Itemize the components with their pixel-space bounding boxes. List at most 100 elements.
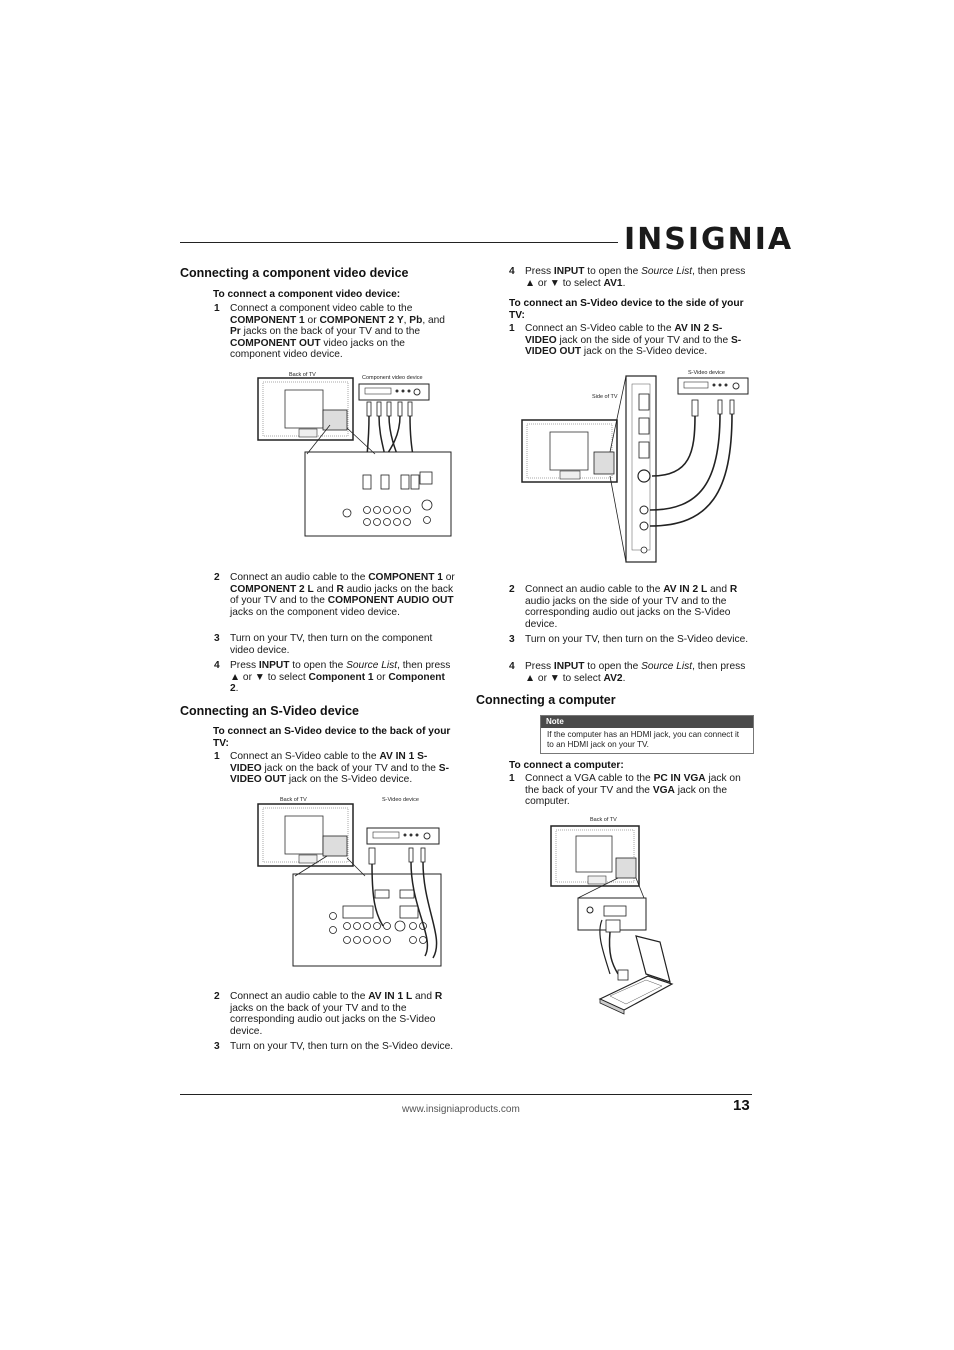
text: , and bbox=[422, 314, 445, 326]
heading-computer: Connecting a computer bbox=[476, 693, 616, 707]
text: Turn on your TV, then turn on the compon… bbox=[230, 633, 433, 656]
heading-component-video: Connecting a component video device bbox=[180, 266, 409, 280]
step-number: 2 bbox=[214, 572, 220, 583]
note-title: Note bbox=[541, 716, 753, 728]
jack-name: COMPONENT AUDIO OUT bbox=[327, 595, 454, 607]
step-number: 1 bbox=[214, 303, 220, 314]
text: to open the bbox=[584, 266, 642, 277]
step-number: 2 bbox=[509, 584, 515, 595]
step-number: 3 bbox=[509, 634, 515, 645]
text: Turn on your TV, then turn on the S-Vide… bbox=[230, 1041, 454, 1052]
step-number: 4 bbox=[509, 661, 515, 672]
jack-name: Pb bbox=[409, 314, 423, 326]
jack-name: COMPONENT OUT bbox=[230, 337, 321, 349]
comp-step-3: 3 Turn on your TV, then turn on the comp… bbox=[214, 633, 456, 656]
option-name: AV2 bbox=[603, 672, 623, 684]
text: to open the bbox=[584, 661, 642, 672]
step-number: 3 bbox=[214, 1041, 220, 1052]
step-number: 2 bbox=[214, 991, 220, 1002]
jack-name: R bbox=[336, 583, 344, 595]
jack-name: COMPONENT 2 L bbox=[230, 583, 314, 595]
side-step-3: 3 Turn on your TV, then turn on the S-Vi… bbox=[509, 634, 753, 646]
step-number: 1 bbox=[214, 751, 220, 762]
fig3-label-side: Side of TV bbox=[592, 394, 618, 400]
footer-url: www.insigniaproducts.com bbox=[402, 1104, 520, 1115]
step-number: 1 bbox=[509, 323, 515, 334]
option-name: AV1 bbox=[603, 277, 623, 289]
sv-step-1: 1 Connect an S-Video cable to the AV IN … bbox=[214, 751, 456, 786]
text: and bbox=[412, 991, 435, 1002]
text: Press bbox=[525, 661, 554, 672]
text: and bbox=[313, 583, 337, 595]
step-number: 4 bbox=[509, 266, 515, 277]
jack-name: PC IN VGA bbox=[653, 773, 706, 784]
menu-name: Source List bbox=[346, 660, 398, 671]
text: Connect a VGA cable to the bbox=[525, 773, 654, 784]
jack-name: AV IN 2 L bbox=[663, 584, 708, 595]
subheading-svideo-back: To connect an S-Video device to the back… bbox=[213, 726, 451, 749]
sv-step-2: 2 Connect an audio cable to the AV IN 1 … bbox=[214, 991, 456, 1037]
text: jack on the side of your TV and to the bbox=[556, 334, 731, 346]
text: . bbox=[622, 672, 626, 684]
subheading-svideo-side: To connect an S-Video device to the side… bbox=[509, 298, 744, 321]
fig1-label-back: Back of TV bbox=[289, 372, 316, 378]
computer-connection-diagram bbox=[550, 825, 674, 1015]
svideo-side-connection-diagram bbox=[521, 375, 749, 563]
text: Turn on your TV, then turn on the S-Vide… bbox=[525, 634, 749, 645]
footer-rule bbox=[180, 1094, 752, 1095]
option-name: Component 2 bbox=[230, 671, 445, 695]
comp-step-2: 2 Connect an audio cable to the COMPONEN… bbox=[214, 572, 456, 618]
jack-name: AV IN 1 L bbox=[368, 991, 413, 1002]
option-name: Component 1 bbox=[308, 671, 374, 683]
fig1-label-device: Component video device bbox=[362, 375, 423, 381]
text: jacks on the back of your TV and to the … bbox=[230, 1002, 436, 1037]
button-name: INPUT bbox=[553, 661, 585, 672]
text: jack on the S-Video device. bbox=[581, 346, 708, 358]
text: jack on the S-Video device. bbox=[286, 774, 413, 786]
jack-name: AV IN 1 S-VIDEO bbox=[230, 751, 428, 774]
text: audio jacks on the back of your TV and t… bbox=[230, 583, 454, 607]
jack-name: AV IN 2 S-VIDEO bbox=[525, 323, 723, 346]
jack-name: Pr bbox=[230, 326, 241, 338]
text: jack on the back of your TV and to the bbox=[261, 762, 439, 774]
jack-name: COMPONENT 1 bbox=[368, 572, 443, 583]
menu-name: Source List bbox=[641, 266, 693, 277]
text: Connect an audio cable to the bbox=[525, 584, 664, 595]
text: Connect a component video cable to the bbox=[230, 303, 413, 314]
fig4-label-back: Back of TV bbox=[590, 817, 617, 823]
text: video jacks on the component video devic… bbox=[230, 337, 405, 361]
step-number: 4 bbox=[214, 660, 220, 671]
note-text: If the computer has an HDMI jack, you ca… bbox=[547, 730, 740, 749]
step-number: 1 bbox=[509, 773, 515, 784]
text: to open the bbox=[289, 660, 347, 671]
button-name: INPUT bbox=[258, 660, 290, 671]
text: jacks on the component video device. bbox=[230, 606, 400, 618]
step-number: 3 bbox=[214, 633, 220, 644]
text: or bbox=[373, 671, 389, 683]
text: or bbox=[304, 314, 320, 326]
comp-step-4-continued: 4 Press INPUT to open the Source List, t… bbox=[509, 266, 751, 289]
text: jacks on the back of your TV and to the bbox=[240, 326, 421, 338]
menu-name: Source List bbox=[641, 661, 693, 672]
button-name: INPUT bbox=[553, 266, 585, 277]
sv-step-3: 3 Turn on your TV, then turn on the S-Vi… bbox=[214, 1041, 456, 1053]
note-box: Note If the computer has an HDMI jack, y… bbox=[540, 715, 754, 755]
text: Connect an audio cable to the bbox=[230, 991, 369, 1002]
text: Press bbox=[525, 266, 554, 277]
subheading-component: To connect a component video device: bbox=[213, 289, 401, 300]
text: , then press ▲ or ▼ to select bbox=[230, 660, 451, 683]
text: Connect an S-Video cable to the bbox=[230, 751, 380, 762]
text: jack on the back of your TV and the bbox=[525, 773, 741, 796]
text: , then press ▲ or ▼ to select bbox=[525, 266, 746, 289]
text: Press bbox=[230, 660, 259, 671]
side-step-2: 2 Connect an audio cable to the AV IN 2 … bbox=[509, 584, 753, 630]
pc-step-1: 1 Connect a VGA cable to the PC IN VGA j… bbox=[509, 773, 753, 808]
page-number: 13 bbox=[733, 1097, 750, 1114]
text: . bbox=[235, 683, 239, 695]
jack-name: S-VIDEO OUT bbox=[230, 762, 449, 786]
jack-name: R bbox=[434, 991, 443, 1002]
insignia-logo: INSIGNIA bbox=[624, 222, 794, 257]
text: Connect an audio cable to the bbox=[230, 572, 369, 583]
svideo-back-connection-diagram bbox=[257, 803, 442, 967]
component-connection-diagram bbox=[257, 377, 452, 537]
